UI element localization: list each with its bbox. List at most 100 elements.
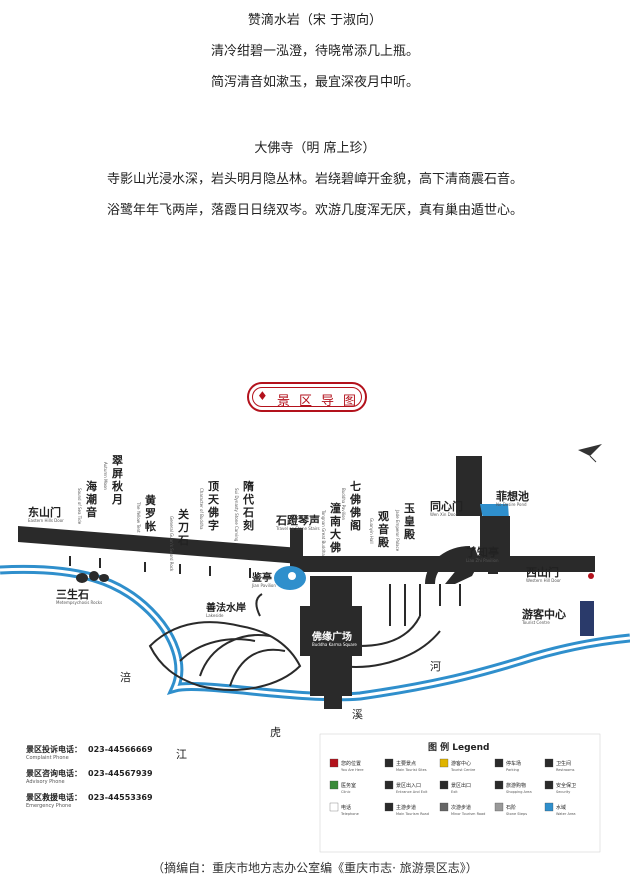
place-label-en: The Yellow Tent [136, 501, 141, 533]
place-label-char: 阁 [350, 518, 361, 532]
place-label-char: 顶 [208, 480, 219, 493]
you-are-here-marker [588, 573, 594, 579]
legend-label-en: Stone Steps [506, 812, 527, 816]
phone-label-en: Complaint Phone [26, 755, 69, 761]
legend-swatch [384, 802, 394, 812]
place-label: 游客中心 [522, 607, 566, 621]
place-label-char: 字 [208, 518, 219, 532]
place-label-char: 海 [86, 479, 97, 493]
place-label-en: Sui Dynasty Stone Carving [234, 488, 239, 542]
place-label-char: 音 [86, 505, 97, 519]
rock-icons [76, 571, 109, 583]
place-label: 善法水岸 [206, 601, 246, 614]
legend-label-en: You Are Here [341, 768, 363, 772]
legend-label-en: Shopping Area [506, 790, 532, 794]
legend-label-en: Main Tourism Road [396, 812, 429, 816]
legend-label: 医务室 [341, 782, 356, 789]
river-inner [0, 567, 630, 699]
river-label: 涪 [120, 670, 131, 684]
place-label-en: Jian Pavilion [251, 583, 276, 588]
legend-label-en: Restrooms [556, 768, 575, 772]
legend-label-en: Tourist Centre [450, 768, 475, 772]
stone-steps [69, 556, 461, 626]
place-label-char: 佛 [349, 505, 361, 519]
phone-number: 023-44553369 [88, 793, 153, 802]
lotus-icon: ♦ [257, 389, 268, 403]
legend-label-en: Security [556, 790, 570, 794]
river-label: 虎 [270, 726, 281, 739]
place-label: 东山门 [28, 505, 61, 519]
legend-label: 电话 [341, 804, 351, 811]
source-citation: （摘编自：重庆市地方志办公室编《重庆市志· 旅游景区志》） [152, 861, 478, 875]
legend-label: 旅游购物 [506, 782, 526, 789]
poem-2-title: 大佛寺（明 席上珍） [254, 141, 376, 156]
legend-label: 石阶 [506, 804, 516, 811]
place-label-en: Lakeside [206, 613, 224, 618]
place-label-char: 观 [378, 510, 389, 523]
place-label-char: 殿 [403, 528, 416, 541]
pool-tower [456, 456, 482, 516]
place-label-en: Jade Emperor Palace [395, 509, 400, 552]
place-label-en: Wen Xin Door [430, 512, 458, 517]
phone-number: 023-44566669 [88, 745, 153, 754]
place-label-en: No Desire Pond [496, 502, 527, 507]
river-label: 河 [430, 660, 441, 673]
legend-title: 图 例 Legend [428, 741, 490, 753]
phone-number: 023-44567939 [88, 769, 153, 778]
minor-paths [148, 593, 441, 691]
legend-label: 您的位置 [341, 760, 361, 767]
legend-label-en: Telephone [340, 812, 359, 816]
place-label-char: 罗 [145, 507, 156, 520]
phone-label-en: Emergency Phone [26, 803, 71, 809]
legend-swatch [329, 780, 339, 790]
river-label: 江 [176, 748, 187, 761]
place-label-en: Metempsychosis Rocks [56, 600, 102, 605]
place-label-char: 佛 [349, 492, 361, 506]
legend-label: 景区出入口 [396, 782, 421, 789]
poem-1-line-1: 清冷绀碧一泓澄，待晓常添几上瓶。 [210, 44, 419, 59]
legend-label-en: Entrance And Exit [396, 790, 428, 794]
place-label-char: 音 [378, 522, 389, 536]
legend-swatch [329, 802, 339, 812]
legend-swatch [494, 802, 504, 812]
place-label-char: 月 [111, 493, 123, 506]
place-label-en: Tourist Centre [521, 620, 550, 625]
place-label-en: Character of Buddha [199, 488, 204, 530]
legend-swatch [439, 802, 449, 812]
legend-swatch [439, 780, 449, 790]
legend-swatch [544, 802, 554, 812]
edge-block [580, 601, 594, 636]
poem-2-line-1: 寺影山光浸水深，岩头明月隐丛林。岩绕碧嶂开金貌，高下清商震石音。 [106, 172, 523, 187]
legend-swatch [384, 758, 394, 768]
place-label-char: 殿 [377, 536, 390, 549]
place-label-char: 天 [208, 493, 220, 506]
place-label-char: 黄 [145, 493, 156, 507]
place-label-char: 佛 [207, 505, 219, 519]
legend-label: 次游步道 [451, 804, 471, 811]
place-label-en: Travel on Stone Stairs [275, 526, 320, 531]
map-badge-text: 景区导图 [277, 394, 366, 409]
legend-label-en: Water Area [556, 812, 576, 816]
place-label-char: 石 [242, 506, 254, 519]
place-label-en: Western Hill Door [526, 578, 561, 583]
poem-1-line-2: 简泻清音如漱玉，最宜深夜月中听。 [210, 75, 419, 90]
place-label-en: Eastern Hills Door [28, 518, 64, 523]
legend-label: 主要景点 [396, 760, 416, 767]
place-label-char: 刀 [178, 521, 189, 534]
poem-2-line-2: 浴鹭年年飞两岸，落霞日日绕双岑。欢游几度浑无厌，真有巢由遁世心。 [106, 203, 523, 218]
place-label-en: Buddha Pavilion [341, 488, 346, 520]
place-label-char: 屏 [112, 467, 123, 480]
place-label-char: 秋 [112, 479, 124, 493]
place-label-char: 关 [178, 507, 189, 521]
map-badge: ♦ 景区导图 [247, 382, 367, 412]
phone-label: 景区投诉电话： [26, 744, 82, 754]
legend-frame [319, 733, 601, 853]
place-label-char: 潮 [86, 492, 97, 506]
place-label: 三生石 [56, 587, 89, 601]
legend-label-en: Minor Tourism Road [451, 812, 485, 816]
legend-label: 卫生间 [556, 760, 571, 767]
place-label: 石蹬琴声 [275, 513, 320, 527]
pavilion-marker [288, 572, 296, 580]
place-label-en: Tongnan Great Buddha [321, 509, 326, 556]
